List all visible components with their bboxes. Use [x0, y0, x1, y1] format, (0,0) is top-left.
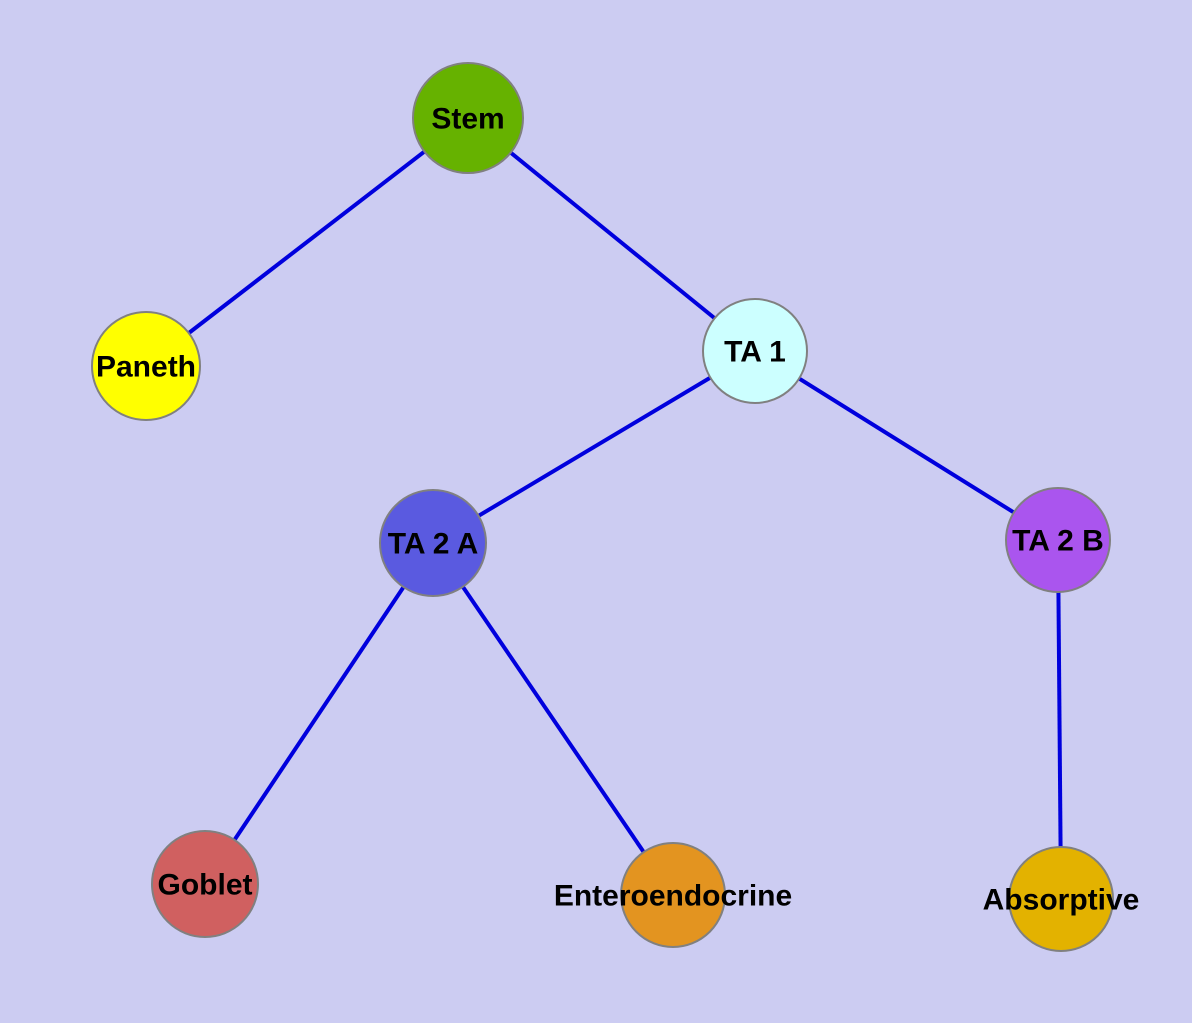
- edge-ta1-ta2a: [431, 349, 757, 545]
- node-circle-stem[interactable]: [412, 62, 524, 174]
- node-circle-absorptive[interactable]: [1008, 846, 1114, 952]
- node-ta2b[interactable]: TA 2 B: [1005, 487, 1111, 593]
- edge-stem-paneth: [144, 116, 470, 368]
- edge-ta1-ta2b: [753, 349, 1060, 542]
- node-stem[interactable]: Stem: [412, 62, 524, 174]
- node-circle-goblet[interactable]: [151, 830, 259, 938]
- node-ta1[interactable]: TA 1: [702, 298, 808, 404]
- node-circle-ta2b[interactable]: [1005, 487, 1111, 593]
- edge-stem-ta1: [466, 116, 757, 353]
- edge-ta2b-absorptive: [1056, 539, 1063, 900]
- edge-ta2a-goblet: [203, 541, 435, 886]
- node-goblet[interactable]: Goblet: [151, 830, 259, 938]
- node-circle-paneth[interactable]: [91, 311, 201, 421]
- node-circle-ta1[interactable]: [702, 298, 808, 404]
- node-ta2a[interactable]: TA 2 A: [379, 489, 487, 597]
- edge-ta2a-enteroendocrine: [431, 541, 675, 897]
- node-paneth[interactable]: Paneth: [91, 311, 201, 421]
- node-absorptive[interactable]: Absorptive: [983, 846, 1140, 952]
- node-circle-ta2a[interactable]: [379, 489, 487, 597]
- node-circle-enteroendocrine[interactable]: [620, 842, 726, 948]
- node-enteroendocrine[interactable]: Enteroendocrine: [554, 842, 792, 948]
